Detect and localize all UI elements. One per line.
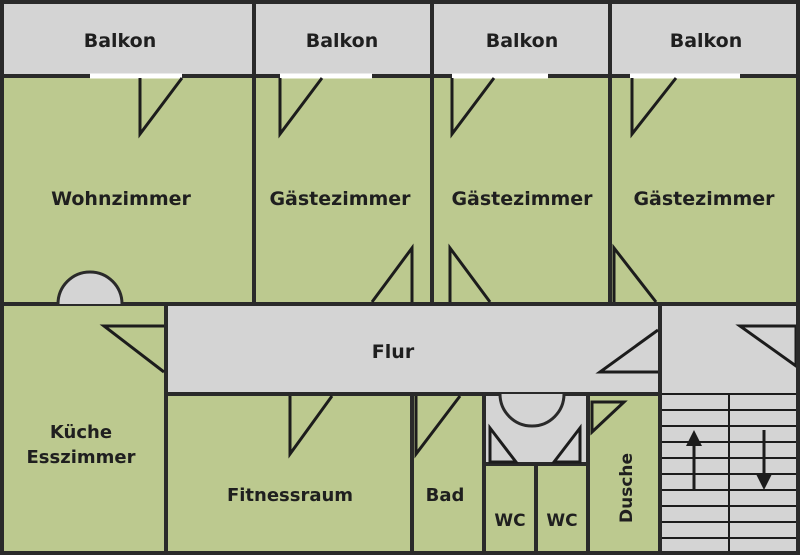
label-gaestezimmer-2: Gästezimmer bbox=[451, 188, 593, 210]
door-swing bbox=[590, 400, 628, 436]
flur bbox=[164, 302, 662, 396]
door-swing bbox=[99, 324, 165, 374]
balkon-1 bbox=[0, 0, 256, 78]
label-fitnessraum: Fitnessraum bbox=[227, 485, 353, 506]
bad bbox=[410, 392, 486, 555]
upper-rooms bbox=[0, 74, 800, 306]
label-gaestezimmer-1: Gästezimmer bbox=[269, 188, 411, 210]
label-balkon-3: Balkon bbox=[486, 30, 559, 52]
balcony-doors bbox=[138, 77, 678, 139]
door-swing bbox=[450, 77, 496, 139]
door-swing bbox=[414, 395, 462, 459]
gaestezimmer-3 bbox=[608, 74, 800, 306]
stairs bbox=[662, 393, 798, 553]
label-bad: Bad bbox=[426, 485, 465, 506]
label-wohnzimmer: Wohnzimmer bbox=[51, 188, 191, 210]
door-swing bbox=[370, 243, 414, 303]
label-balkon-1: Balkon bbox=[84, 30, 157, 52]
label-flur: Flur bbox=[372, 341, 415, 363]
label-wc-1: WC bbox=[494, 511, 525, 531]
door-swing bbox=[288, 395, 334, 459]
wc-1 bbox=[482, 462, 538, 555]
label-gaestezimmer-3: Gästezimmer bbox=[633, 188, 775, 210]
arrow-up-icon bbox=[686, 430, 702, 490]
door-swing bbox=[138, 77, 184, 139]
door-swing bbox=[278, 77, 324, 139]
door-swing bbox=[550, 423, 582, 464]
room-labels: Balkon Balkon Balkon Balkon Wohnzimmer G… bbox=[27, 30, 776, 531]
room-doors bbox=[99, 243, 798, 464]
label-esszimmer: Esszimmer bbox=[27, 447, 136, 468]
door-swing bbox=[630, 77, 678, 139]
arch-kueche bbox=[56, 270, 124, 305]
label-balkon-4: Balkon bbox=[670, 30, 743, 52]
label-dusche: Dusche bbox=[617, 453, 637, 523]
label-balkon-2: Balkon bbox=[306, 30, 379, 52]
door-swing bbox=[448, 243, 492, 303]
arches bbox=[56, 270, 566, 428]
arrow-down-icon bbox=[756, 430, 772, 490]
door-swing bbox=[488, 423, 520, 464]
label-wc-2: WC bbox=[546, 511, 577, 531]
dusche bbox=[586, 392, 662, 555]
arch-wc bbox=[498, 393, 566, 428]
door-swing bbox=[612, 243, 658, 303]
label-kueche: Küche bbox=[50, 422, 112, 443]
door-swing bbox=[595, 328, 659, 374]
balkon-3 bbox=[430, 0, 612, 78]
wc-2 bbox=[534, 462, 590, 555]
